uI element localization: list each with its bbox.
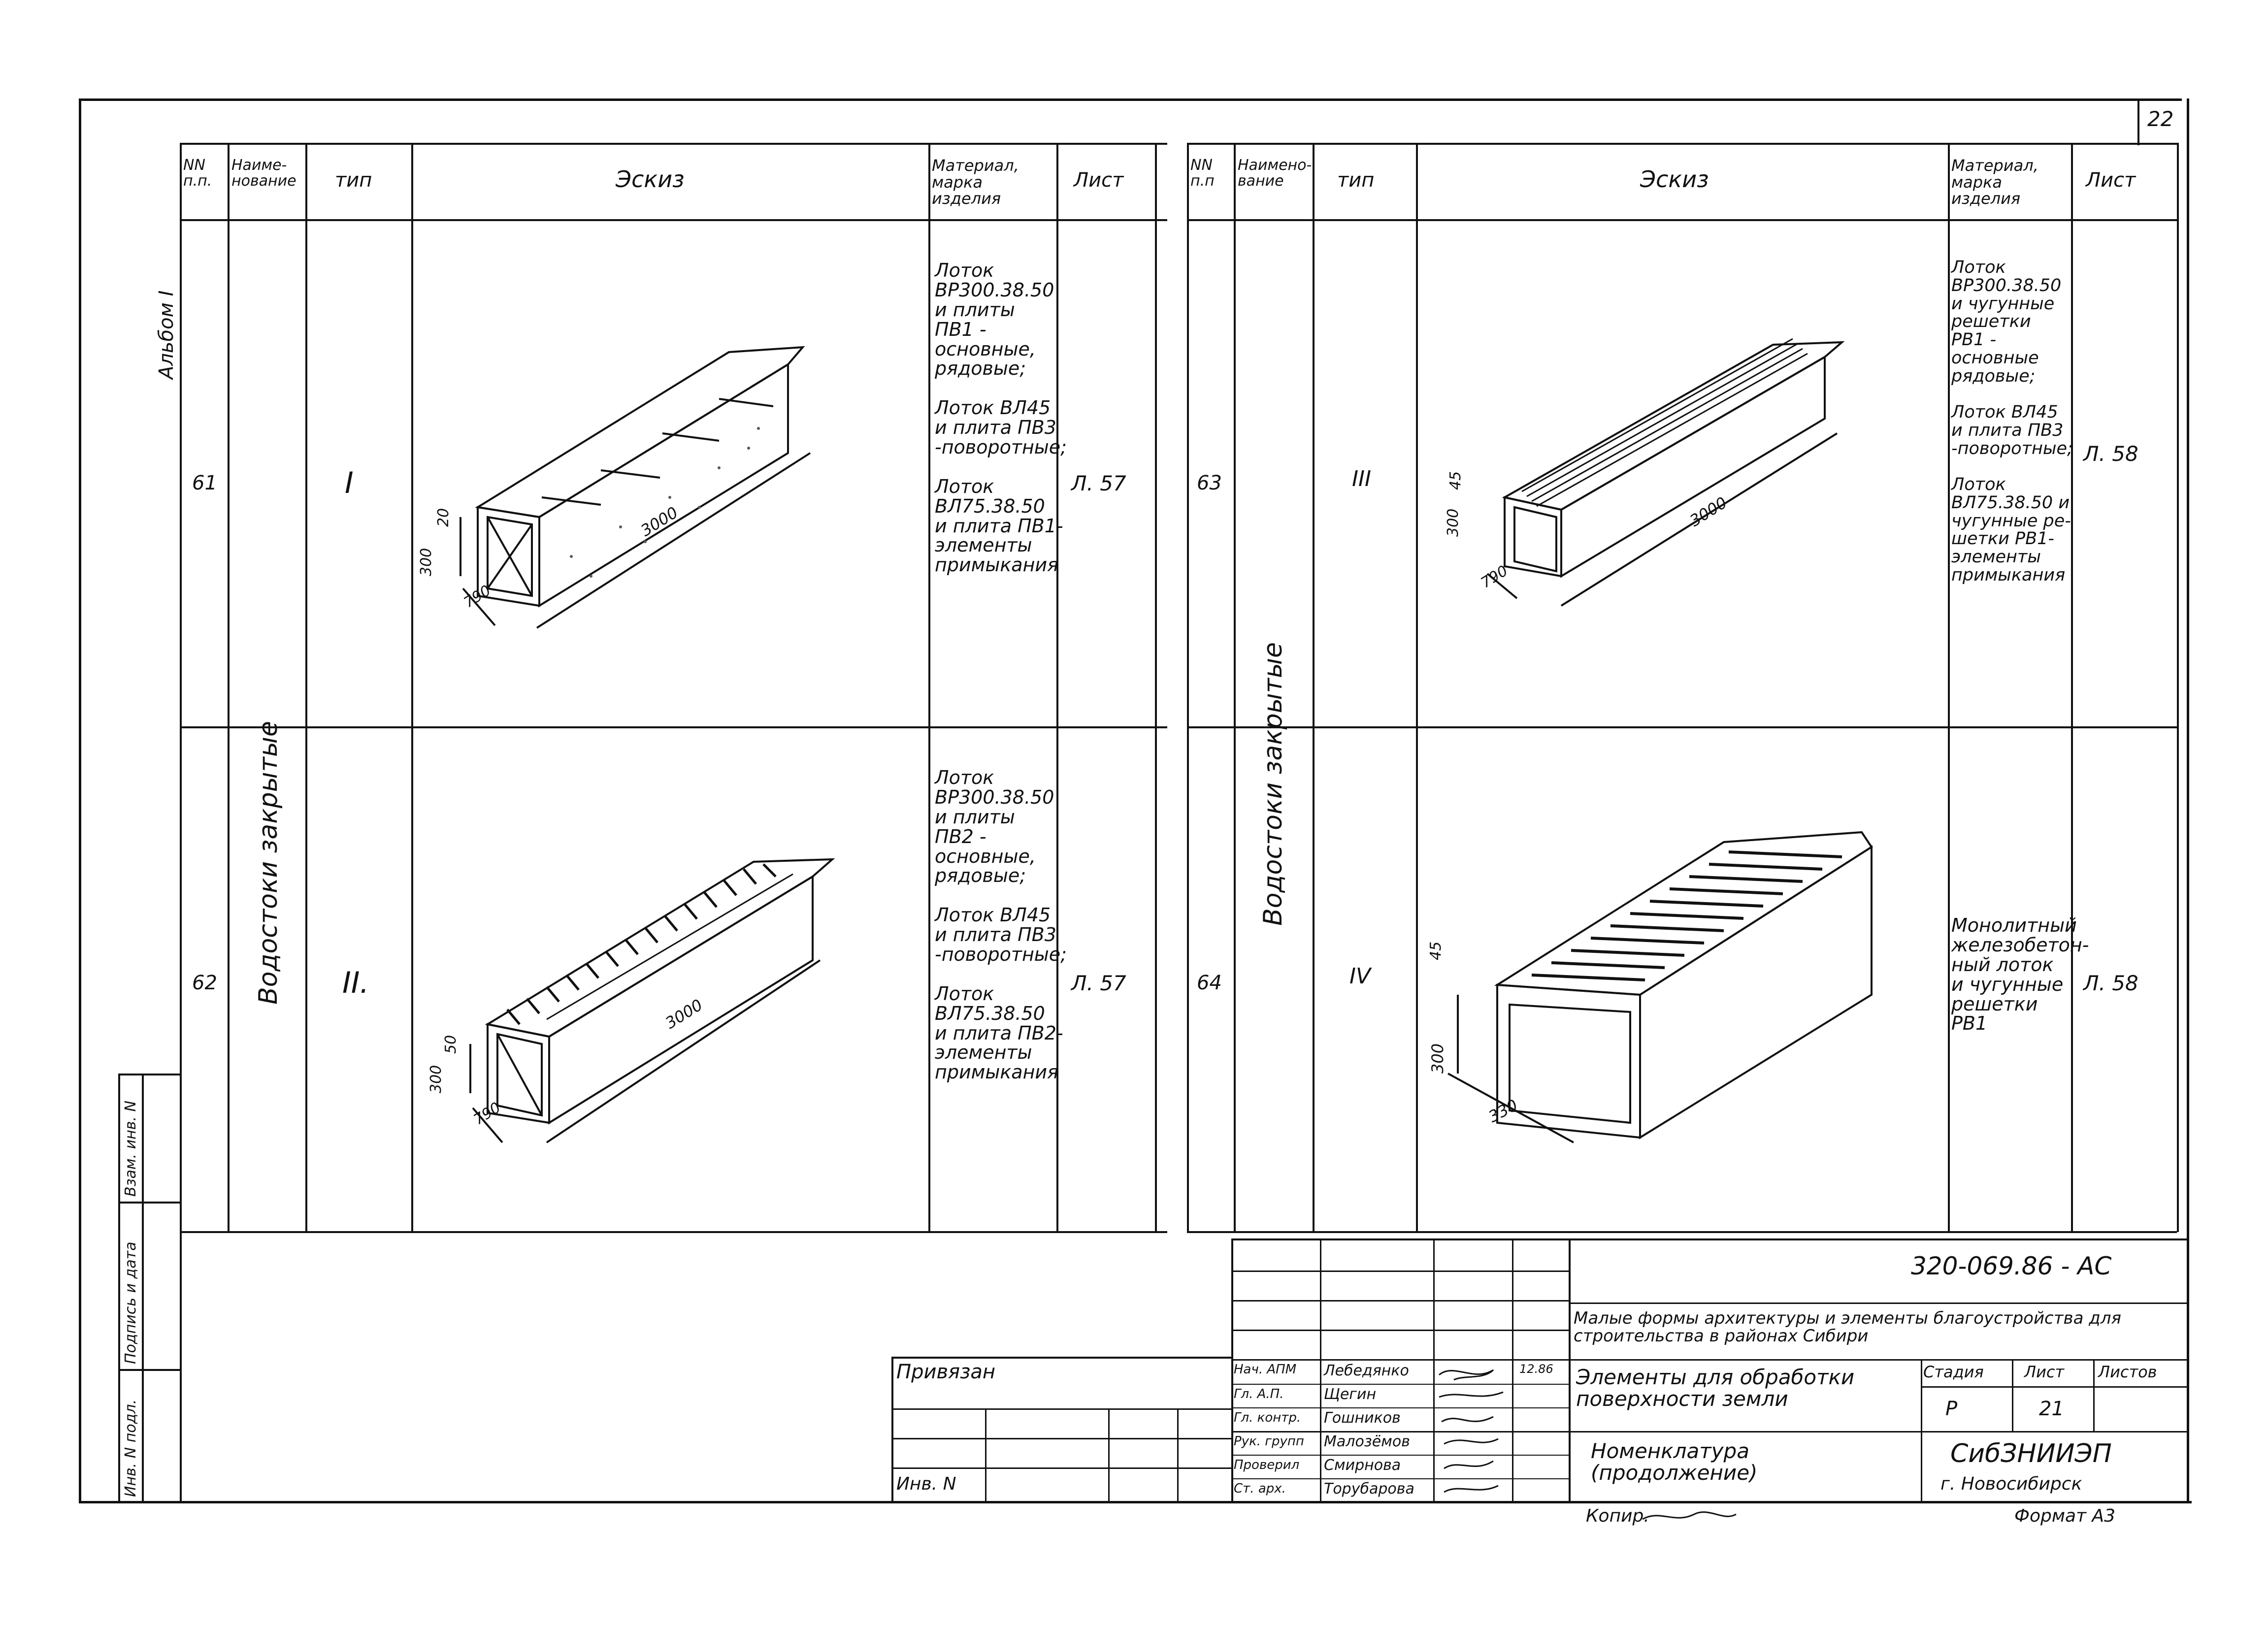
sketch-64: 300 45 330 (1427, 831, 1873, 1143)
staff-role-0: Нач. АПМ (1234, 1362, 1297, 1377)
row-62-type: II. (342, 966, 369, 1000)
stage-value: Р (1945, 1398, 1958, 1420)
sketch-62: 300 50 3000 790 (427, 858, 835, 1143)
right-col-material-header: Материал, марка изделия (1951, 156, 2038, 208)
left-col-name-header: Наиме-нование (231, 157, 296, 190)
sheet-value: 21 (2039, 1398, 2064, 1420)
format-label: Формат А3 (2014, 1506, 2116, 1526)
side-stamp-inv: Инв. N подл. (122, 1399, 139, 1497)
copier-signature (1642, 1511, 1737, 1520)
left-col-nn-header: NN п.п. (183, 157, 212, 190)
sketch-63-dim-height: 300 (1445, 509, 1462, 537)
right-col-sketch-header: Эскиз (1640, 166, 1709, 193)
row-63-material: Лоток ВР300.38.50 и чугунные решетки РВ1… (1951, 258, 2073, 585)
sketch-61: 300 20 3000 790 (418, 346, 811, 629)
left-col-material-header: Материал, марка изделия (932, 156, 1019, 208)
side-stamp-sign: Подпись и дата (122, 1241, 139, 1365)
inner-left-border (180, 143, 182, 1502)
corner-box-left (2137, 101, 2139, 145)
frame-left (79, 98, 81, 1502)
staff-name-3: Малозёмов (1324, 1433, 1410, 1450)
sketch-62-dim-top: 50 (442, 1035, 460, 1054)
right-col-sheet-header: Лист (2086, 169, 2136, 192)
corner-number: 22 (2147, 107, 2174, 131)
signatures (1439, 1369, 1504, 1493)
sketch-61-dim-length: 3000 (637, 503, 681, 540)
frame-right (2187, 98, 2189, 1502)
copied-label: Копир. (1586, 1506, 1649, 1526)
row-61-type: I (345, 466, 354, 500)
staff-name-5: Торубарова (1324, 1480, 1414, 1498)
staff-role-1: Гл. А.П. (1234, 1387, 1284, 1401)
sketch-64-dim-top: 45 (1427, 942, 1445, 960)
row-63-sheet: Л. 58 (2083, 442, 2138, 466)
right-col-type-header: тип (1337, 169, 1375, 192)
row-61-sheet: Л. 57 (1071, 471, 1126, 495)
row-62-material: Лоток ВР300.38.50 и плиты ПВ2 - основные… (935, 767, 1067, 1083)
binding-inv: Инв. N (896, 1474, 956, 1494)
row-61-material: Лоток ВР300.38.50 и плиты ПВ1 - основные… (935, 260, 1067, 576)
row-62-nn: 62 (192, 972, 217, 994)
row-64-type: IV (1349, 964, 1371, 989)
row-61-nn: 61 (192, 472, 217, 494)
binding-label: Привязан (896, 1361, 996, 1383)
side-stamp-replace: Взам. инв. N (122, 1101, 139, 1197)
sheet-header: Лист (2024, 1363, 2065, 1381)
doc-code: 320-069.86 - АС (1911, 1252, 2112, 1280)
sketch-61-dim-top: 20 (435, 508, 452, 527)
sheets-header: Листов (2098, 1363, 2157, 1381)
row-62-sheet: Л. 57 (1071, 971, 1126, 995)
row-63-type: III (1352, 466, 1371, 491)
doc-title: Номенклатура (продолжение) (1591, 1439, 1758, 1485)
sketch-64-dim-height: 300 (1428, 1043, 1447, 1074)
sketch-63-dim-top: 45 (1447, 471, 1464, 490)
left-col-sheet-header: Лист (1074, 169, 1124, 192)
row-64-nn: 64 (1197, 972, 1222, 994)
org-city: г. Новосибирск (1940, 1474, 2082, 1494)
staff-role-2: Гл. контр. (1234, 1410, 1301, 1425)
right-group-label: Водостоки закрытые (1258, 642, 1288, 926)
left-col-sketch-header: Эскиз (616, 166, 685, 193)
sketch-61-dim-height: 300 (418, 548, 435, 576)
row-64-sheet: Л. 58 (2083, 971, 2138, 995)
left-col-type-header: тип (335, 169, 372, 192)
album-label: Альбом I (155, 290, 178, 379)
frame-top (79, 98, 2182, 101)
row-64-material: Монолитный железобетон- ный лоток и чугу… (1951, 914, 2089, 1035)
stage-header: Стадия (1923, 1363, 1984, 1381)
sketch-62-dim-length: 3000 (662, 995, 706, 1032)
staff-name-0: Лебедянко (1324, 1362, 1409, 1379)
right-col-nn-header: NN п.п (1190, 157, 1215, 190)
org-name: СибЗНИИЭП (1950, 1439, 2112, 1468)
frame-bottom (79, 1501, 2192, 1503)
staff-name-2: Гошников (1324, 1409, 1401, 1427)
staff-role-4: Проверил (1234, 1458, 1300, 1472)
left-group-label: Водостоки закрытые (254, 720, 283, 1005)
sheet-title: Элементы для обработки поверхности земли (1576, 1365, 1855, 1411)
staff-name-1: Щегин (1324, 1386, 1377, 1403)
sketch-63-dim-length: 3000 (1686, 493, 1730, 530)
sign-date: 12.86 (1519, 1362, 1553, 1376)
sketch-63: 300 45 3000 790 (1445, 338, 1845, 607)
right-col-name-header: Наимено-вание (1238, 157, 1312, 190)
staff-role-5: Ст. арх. (1234, 1481, 1286, 1496)
row-63-nn: 63 (1197, 472, 1222, 494)
staff-name-4: Смирнова (1324, 1457, 1401, 1474)
project-title: Малые формы архитектуры и элементы благо… (1574, 1308, 2121, 1346)
staff-role-3: Рук. групп (1234, 1434, 1304, 1449)
sketch-64-dim-width: 330 (1485, 1096, 1521, 1126)
sketch-62-dim-height: 300 (427, 1065, 445, 1093)
